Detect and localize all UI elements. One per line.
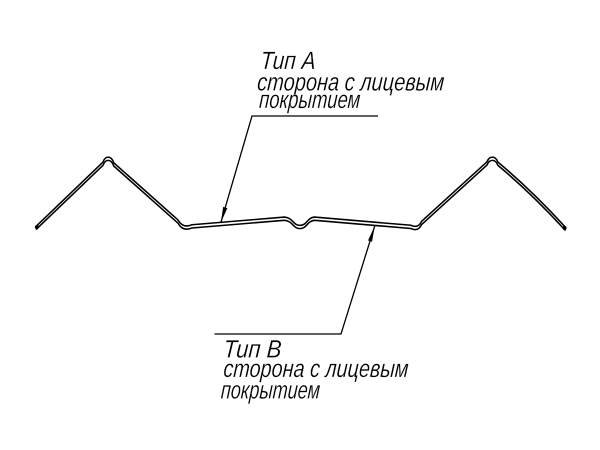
svg-text:Тип А: Тип А [260,47,317,75]
svg-text:покрытием: покрытием [258,86,361,114]
svg-text:покрытием: покрытием [220,377,321,405]
svg-text:Тип В: Тип В [223,335,283,363]
svg-text:сторона с лицевым: сторона с лицевым [256,69,445,97]
svg-text:сторона с лицевым: сторона с лицевым [223,355,410,383]
